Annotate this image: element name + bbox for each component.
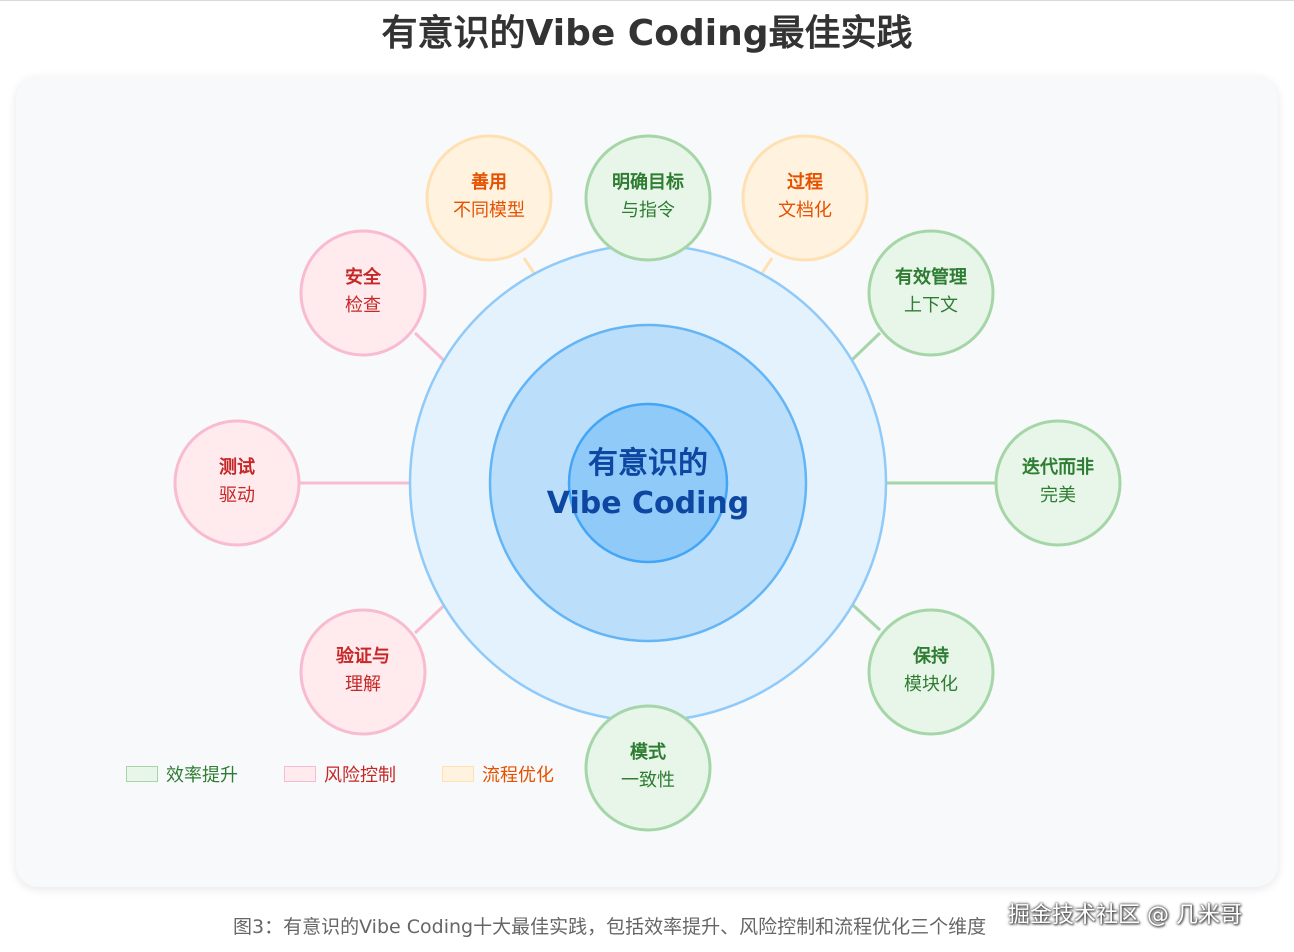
node-circle-n2 [741, 134, 869, 262]
inner-ring [567, 402, 729, 564]
node-title-n7: 验证与 [336, 646, 390, 667]
node-subtitle-n9: 检查 [345, 295, 381, 316]
node-circles [173, 134, 1122, 832]
node-title-n2: 过程 [787, 172, 823, 193]
center-rings [408, 243, 888, 723]
node-circle-n5 [867, 608, 995, 736]
node-label-n1: 明确目标与指令 [588, 170, 708, 226]
node-title-n10: 善用 [471, 172, 507, 193]
node-subtitle-n1: 与指令 [621, 200, 675, 221]
node-label-n7: 验证与理解 [303, 644, 423, 700]
node-label-n9: 安全检查 [303, 265, 423, 321]
node-circle-n4 [994, 419, 1122, 547]
node-label-n3: 有效管理上下文 [871, 265, 991, 321]
node-label-n6: 模式一致性 [588, 740, 708, 796]
legend-swatch-efficiency [126, 766, 158, 782]
figure-caption: 图3：有意识的Vibe Coding十大最佳实践，包括效率提升、风险控制和流程优… [233, 916, 987, 938]
node-subtitle-n7: 理解 [345, 674, 381, 695]
node-title-n1: 明确目标 [612, 172, 684, 193]
node-title-n3: 有效管理 [895, 267, 967, 288]
node-subtitle-n10: 不同模型 [453, 200, 525, 221]
node-label-n10: 善用不同模型 [429, 170, 549, 226]
node-label-n2: 过程文档化 [745, 170, 865, 226]
node-title-n6: 模式 [630, 742, 666, 763]
node-title-n4: 迭代而非 [1022, 457, 1094, 478]
node-subtitle-n2: 文档化 [778, 200, 832, 221]
page-title: 有意识的Vibe Coding最佳实践 [381, 13, 913, 54]
legend-label-process: 流程优化 [482, 765, 554, 786]
node-circle-n8 [173, 419, 301, 547]
node-subtitle-n3: 上下文 [904, 295, 958, 316]
node-circle-n10 [425, 134, 553, 262]
node-subtitle-n8: 驱动 [219, 485, 255, 506]
node-title-n8: 测试 [219, 457, 255, 478]
node-subtitle-n5: 模块化 [904, 674, 958, 695]
node-title-n9: 安全 [345, 267, 381, 288]
node-circle-n3 [867, 229, 995, 357]
legend-label-efficiency: 效率提升 [166, 765, 238, 786]
legend-label-risk: 风险控制 [324, 765, 396, 786]
node-title-n5: 保持 [913, 646, 949, 667]
node-label-n4: 迭代而非完美 [998, 455, 1118, 511]
legend-item-risk: 风险控制 [284, 760, 396, 788]
node-subtitle-n4: 完美 [1040, 485, 1076, 506]
legend-swatch-process [442, 766, 474, 782]
legend-swatch-risk [284, 766, 316, 782]
node-circle-n6 [584, 704, 712, 832]
node-subtitle-n6: 一致性 [621, 770, 675, 791]
node-label-n8: 测试驱动 [177, 455, 297, 511]
node-label-n5: 保持模块化 [871, 644, 991, 700]
node-circle-n1 [584, 134, 712, 262]
center-label: 有意识的 Vibe Coding [498, 444, 798, 524]
legend-item-efficiency: 效率提升 [126, 760, 238, 788]
legend-item-process: 流程优化 [442, 760, 554, 788]
node-circle-n7 [299, 608, 427, 736]
center-label-line2: Vibe Coding [546, 486, 750, 521]
center-label-line1: 有意识的 [588, 446, 708, 481]
top-divider [0, 0, 1294, 1]
node-circle-n9 [299, 229, 427, 357]
watermark: 掘金技术社区 @ 几米哥 [1008, 903, 1242, 928]
